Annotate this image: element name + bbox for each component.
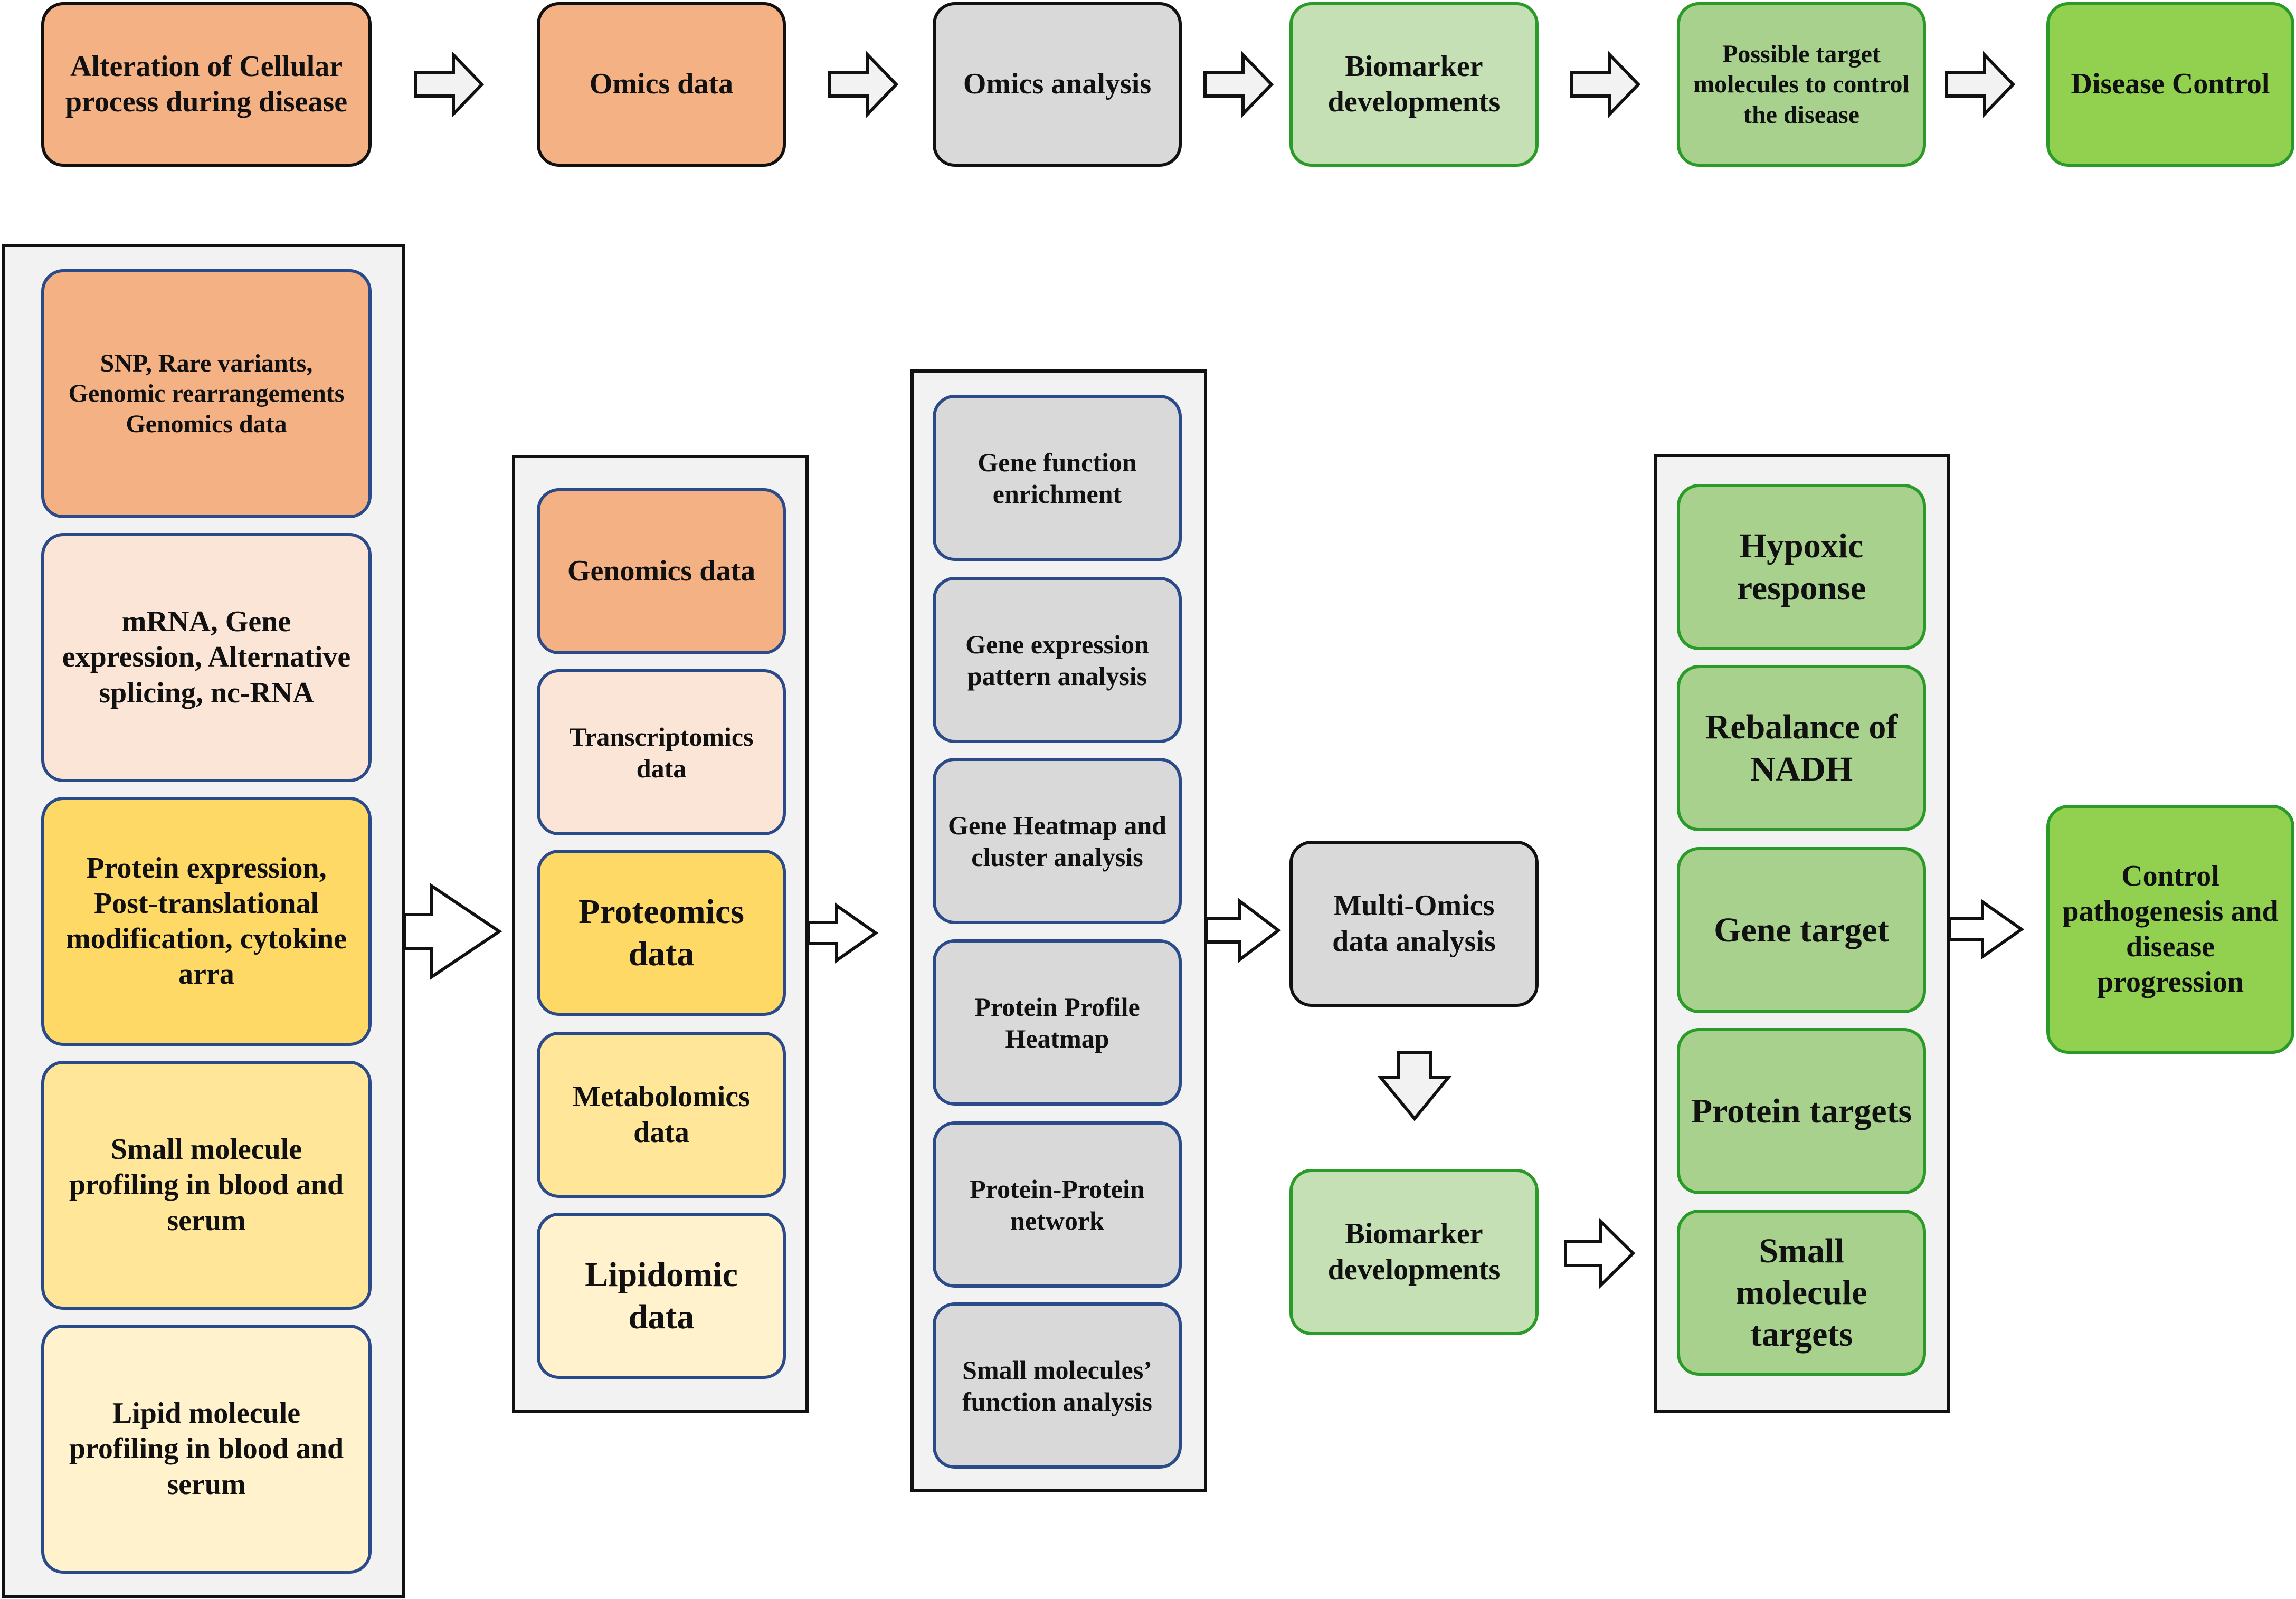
omics-lipidomic-box: Lipidomic data [537,1213,786,1379]
analysis-small-molecules-box: Small molecules’ function analysis [933,1302,1182,1469]
target-hypoxic-box: Hypoxic response [1677,484,1926,650]
analysis-gene-expression-box: Gene expression pattern analysis [933,577,1182,743]
flow-omics-data-box: Omics data [537,2,786,167]
panel2-arrow [807,902,879,964]
flow-arrow-1 [414,51,485,118]
analysis-ppi-network-box: Protein-Protein network [933,1121,1182,1288]
omics-transcriptomics-box: Transcriptomics data [537,669,786,835]
flow-arrow-4 [1570,51,1641,118]
flow-arrow-5 [1945,51,2016,118]
biomarker-box: Biomarker developments [1289,1169,1539,1335]
multi-omics-box: Multi-Omics data analysis [1289,841,1539,1007]
panel3-arrow [1205,897,1281,964]
analysis-gene-heatmap-box: Gene Heatmap and cluster analysis [933,758,1182,924]
panel4-arrow [1948,899,2025,960]
flow-alteration-box: Alteration of Cellular process during di… [41,2,372,167]
biomarker-arrow [1564,1217,1636,1290]
analysis-gene-function-box: Gene function enrichment [933,395,1182,561]
flow-arrow-2 [828,51,899,118]
analysis-protein-heatmap-box: Protein Profile Heatmap [933,939,1182,1106]
target-small-molecule-box: Small molecule targets [1677,1210,1926,1376]
flow-disease-control-box: Disease Control [2046,2,2294,167]
flow-possible-targets-box: Possible target molecules to control the… [1677,2,1926,167]
flow-omics-analysis-box: Omics analysis [933,2,1182,167]
target-nadh-box: Rebalance of NADH [1677,665,1926,831]
alteration-lipid-box: Lipid molecule profiling in blood and se… [41,1325,372,1574]
flow-arrow-3 [1203,51,1274,118]
alteration-genomic-box: SNP, Rare variants, Genomic rearrangemen… [41,269,372,518]
outcome-box: Control pathogenesis and disease progres… [2046,805,2294,1054]
alteration-protein-box: Protein expression, Post-translational m… [41,797,372,1046]
panel1-arrow [403,883,502,980]
omics-proteomics-box: Proteomics data [537,850,786,1016]
target-gene-box: Gene target [1677,847,1926,1013]
multi-omics-down-arrow [1377,1051,1452,1121]
flow-biomarker-box: Biomarker developments [1289,2,1539,167]
omics-metabolomics-box: Metabolomics data [537,1032,786,1198]
alteration-small-molecule-box: Small molecule profiling in blood and se… [41,1061,372,1310]
target-protein-box: Protein targets [1677,1028,1926,1194]
omics-genomics-box: Genomics data [537,488,786,654]
alteration-transcript-box: mRNA, Gene expression, Alternative splic… [41,533,372,782]
